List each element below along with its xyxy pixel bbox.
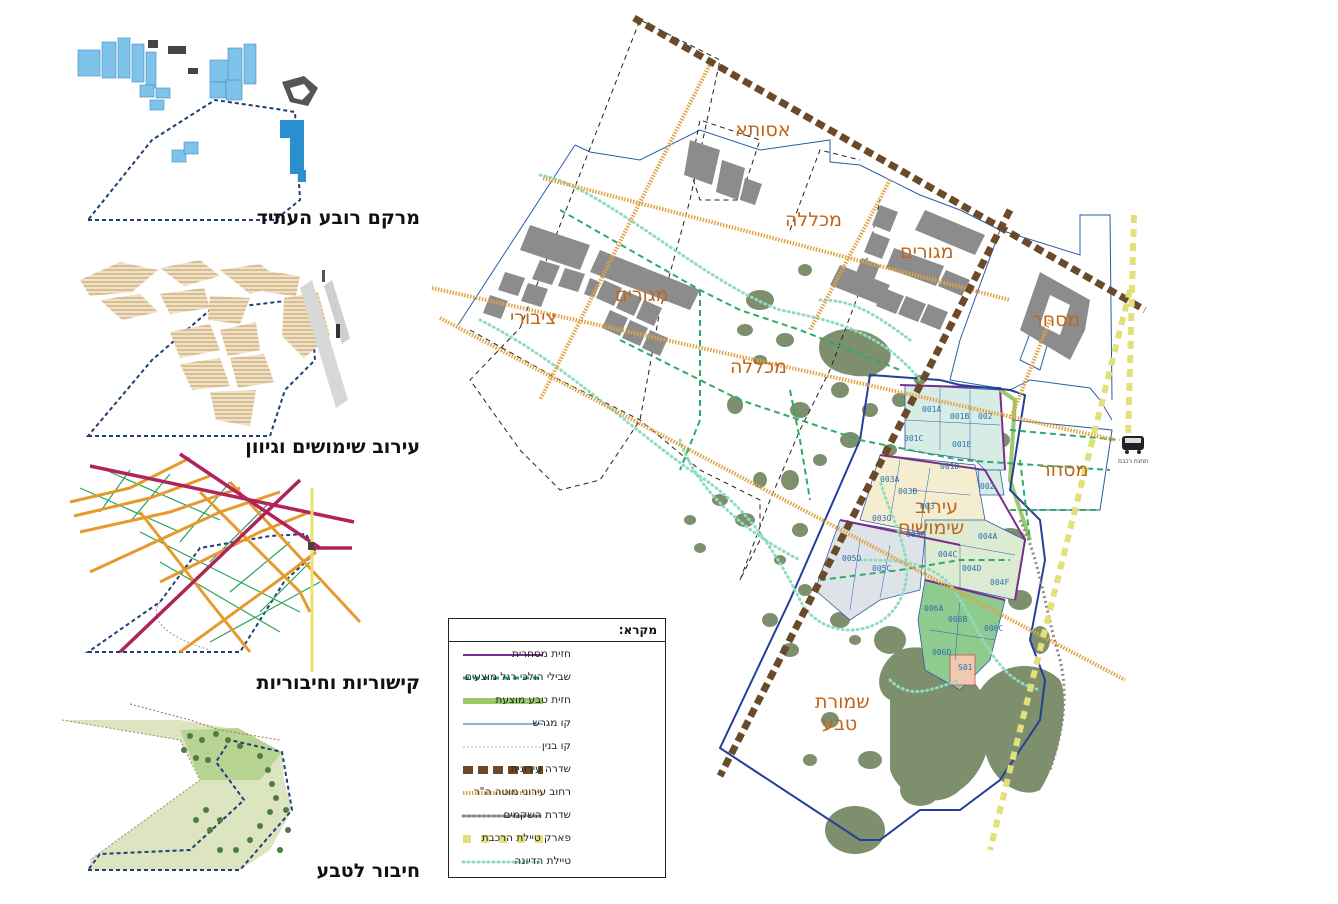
zone-label-residential-west: מגורים <box>615 284 669 306</box>
panel-caption-mixed-use: עירוב שימושים וגיוון <box>245 436 420 458</box>
panel-caption-future-fabric: מרקם רובע העתיד <box>256 207 420 229</box>
plot-label: 004C <box>938 550 958 559</box>
plot-label: 001D <box>940 462 960 471</box>
plot-label: 001A <box>922 405 942 414</box>
master-plan-map <box>431 14 1147 854</box>
legend-item: חזית טבע מוצעת <box>449 691 665 711</box>
plot-label: 006A <box>924 604 944 613</box>
legend-label: קו מגרש <box>532 717 571 729</box>
legend-label: רחוב עירוני מוטה ה"ר <box>473 786 571 798</box>
plot-label: 001B <box>950 412 970 421</box>
legend-swatch <box>463 746 543 748</box>
legend-label: חזית טבע מוצעת <box>495 694 571 706</box>
legend-item: קו בנין <box>449 737 665 757</box>
legend-item: רחוב עירוני מוטה ה"ר <box>449 783 665 803</box>
panel-connectivity-illustration <box>69 452 362 672</box>
plot-label: 002 <box>978 412 993 421</box>
zone-label-nature-reserve-2: טבע <box>822 713 858 735</box>
zone-label-commerce-east: מסחר <box>1040 459 1089 481</box>
panel-mixed-use-illustration <box>80 260 350 437</box>
plot-label: 004F <box>990 578 1010 587</box>
map-legend: מקרא: חזית מסחרית שבילי הולכי רגל מוצעים ח… <box>448 618 666 878</box>
legend-label: קו בנין <box>541 740 571 752</box>
legend-item: חזית מסחרית <box>449 645 665 665</box>
zone-label-nature-reserve-1: שמורת <box>815 691 870 713</box>
legend-item: שדרה עירונית <box>449 760 665 780</box>
legend-label: שדרת השקמים <box>503 809 571 821</box>
legend-item: פארק טיילת הרכבת <box>449 829 665 849</box>
plot-label: 004D <box>962 564 982 573</box>
existing-buildings <box>483 140 1090 360</box>
plot-label: 003 <box>920 502 935 511</box>
plot-label: 006B <box>948 615 968 624</box>
plot-label: 006D <box>932 648 952 657</box>
legend-swatch <box>463 766 543 774</box>
legend-swatch <box>463 723 543 725</box>
legend-label: טיילת הדיונה <box>514 855 571 867</box>
train-icon <box>1122 436 1144 454</box>
legend-item: טיילת הדיונה <box>449 852 665 872</box>
legend-label: שבילי הולכי רגל מוצעים <box>464 671 571 683</box>
legend-label: פארק טיילת הרכבת <box>481 832 571 844</box>
legend-swatch <box>463 835 543 843</box>
zone-label-commerce-north: מסחר <box>1032 309 1081 331</box>
legend-swatch <box>463 654 543 656</box>
zone-label-mixed-use-2: שימושים <box>898 517 965 539</box>
legend-label: חזית מסחרית <box>511 648 571 660</box>
plot-label: 001E <box>952 440 972 449</box>
legend-title: מקרא: <box>618 623 657 637</box>
zone-label-public: ציבורי <box>510 307 557 329</box>
legend-swatch <box>463 676 543 680</box>
panel-future-fabric-illustration <box>77 37 318 221</box>
plot-label: 001C <box>904 434 924 443</box>
plot-label: 005C <box>872 564 892 573</box>
zone-label-residential-north: מגורים <box>900 241 954 263</box>
plot-label: 006C <box>984 624 1004 633</box>
plot-label: 003A <box>880 475 900 484</box>
zone-label-asuta: אסותא <box>735 119 791 141</box>
legend-item: קו מגרש <box>449 714 665 734</box>
legend-label: שדרה עירונית <box>510 763 571 775</box>
plot-label: 002 <box>980 482 995 491</box>
legend-item: שבילי הולכי רגל מוצעים <box>449 668 665 688</box>
panel-nature-illustration <box>61 703 294 871</box>
zone-label-college-south: מכללה <box>730 356 787 378</box>
station-label: תחנת רכבת <box>1118 458 1149 465</box>
zone-label-mixed-use-1: עירוב <box>915 496 959 518</box>
plot-label: 003G <box>872 514 892 523</box>
legend-swatch <box>461 860 545 864</box>
legend-swatch <box>463 791 543 795</box>
legend-swatch <box>463 698 543 704</box>
plot-label: S01 <box>958 663 973 672</box>
zone-label-college-north: מכללה <box>785 209 842 231</box>
plot-label: 003F <box>906 530 926 539</box>
legend-swatch <box>461 814 545 818</box>
plot-label: 004A <box>978 532 998 541</box>
panel-caption-connectivity: קישוריות וחיבוריות <box>256 672 420 694</box>
plot-label: 005D <box>842 554 862 563</box>
panel-caption-nature: חיבור לטבע <box>316 860 420 882</box>
legend-item: שדרת השקמים <box>449 806 665 826</box>
plot-label: 003B <box>898 487 918 496</box>
